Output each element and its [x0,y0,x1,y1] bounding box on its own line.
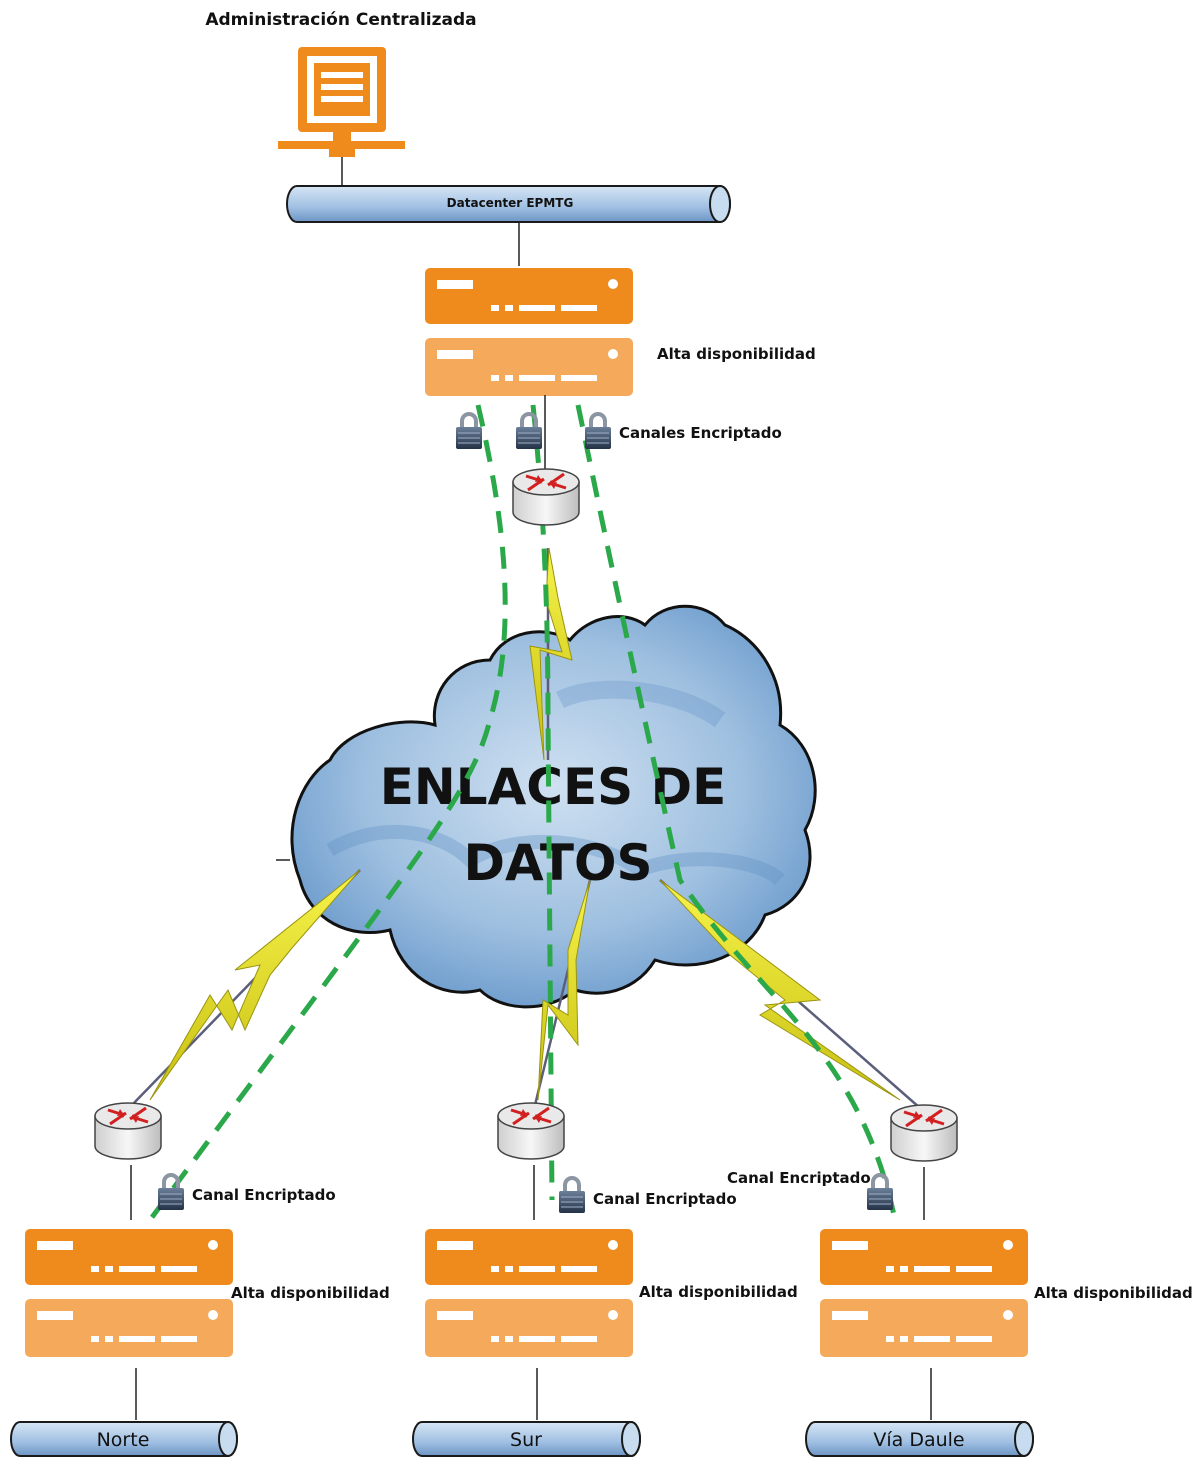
daule-lock-icon [865,1173,895,1212]
norte-server-stack-icon [25,1229,233,1357]
lock-icon-3 [583,412,613,451]
sur-lock-icon [557,1176,587,1215]
hq-router-icon [511,467,581,527]
admin-computer-icon [278,47,405,157]
lock-icon-2 [514,412,544,451]
norte-alta-label: Alta disponibilidad [231,1284,390,1302]
bolt-sur-icon [537,879,591,1101]
branch-sur: Canal Encriptado Alta disponibilidad Sur [412,1101,798,1457]
bolt-top-icon [529,547,573,761]
norte-router-icon [93,1101,163,1161]
daule-alta-label: Alta disponibilidad [1034,1284,1193,1302]
branch-norte: Canal Encriptado Alta disponibilidad Nor… [10,1101,390,1457]
cloud-title-line1: ENLACES DE [380,758,726,816]
hq-server-stack-icon [425,268,633,396]
bolt-daule-icon [659,879,901,1101]
daule-site-label: Vía Daule [873,1429,964,1451]
daule-router-icon [889,1103,959,1163]
daule-server-stack-icon [820,1229,1028,1357]
sur-router-icon [496,1101,566,1161]
lock-icon-1 [454,412,484,451]
cloud-title-line2: DATOS [464,834,653,892]
encrypted-channels [147,404,898,1222]
bolt-norte-icon [149,869,361,1101]
sur-alta-label: Alta disponibilidad [639,1283,798,1301]
branch-via-daule: Canal Encriptado Alta disponibilidad Vía… [727,1103,1193,1457]
sur-site-label: Sur [510,1429,542,1451]
canales-label: Canales Encriptado [619,424,782,442]
norte-canal-label: Canal Encriptado [192,1186,336,1204]
sur-canal-label: Canal Encriptado [593,1190,737,1208]
datacenter-pipe [286,185,731,223]
hq-alta-label: Alta disponibilidad [657,345,816,363]
norte-site-label: Norte [97,1429,150,1451]
daule-canal-label: Canal Encriptado [727,1169,871,1187]
admin-title: Administración Centralizada [205,10,476,30]
datacenter-label: Datacenter EPMTG [447,196,574,210]
sur-server-stack-icon [425,1229,633,1357]
